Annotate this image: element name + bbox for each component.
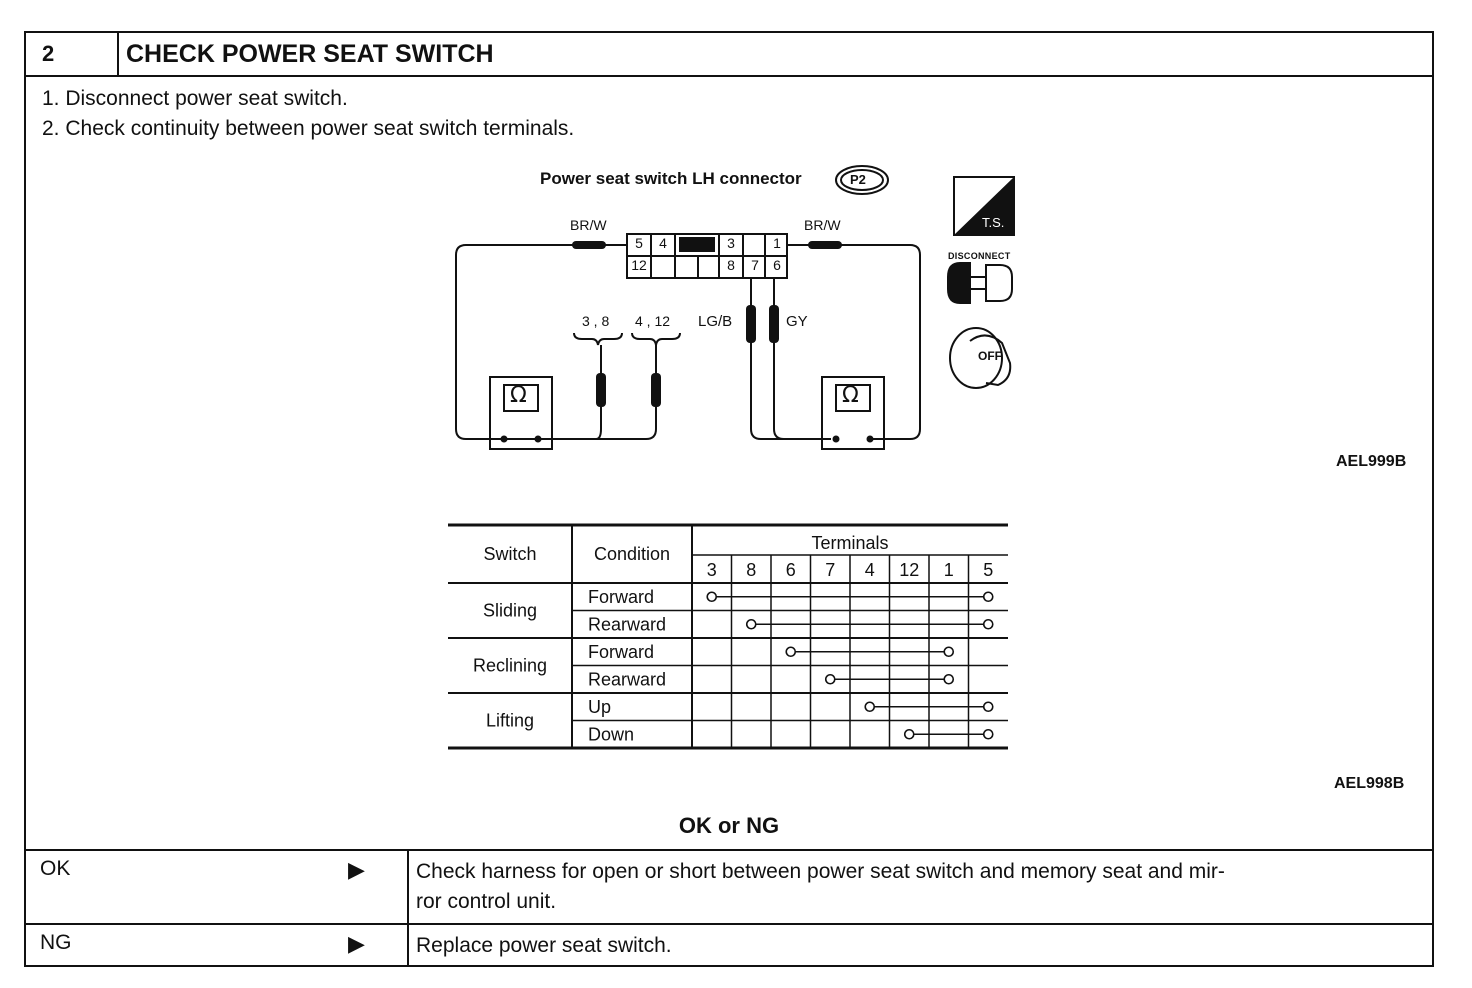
continuity-dot: [785, 646, 797, 658]
step-number: 2: [26, 33, 119, 75]
ohmmeter-left-symbol: Ω: [510, 383, 527, 408]
continuity-dot: [982, 728, 994, 740]
continuity-dot: [982, 618, 994, 630]
connector-terminal-5: 5: [635, 235, 643, 251]
connector-terminal-8: 8: [727, 257, 735, 273]
connector-terminal-3: 3: [727, 235, 735, 251]
step-instruction-2: 2. Check continuity between power seat s…: [42, 117, 575, 140]
off-label: OFF: [978, 349, 1002, 363]
disconnect-label: DISCONNECT: [948, 251, 1011, 261]
condition-label: Rearward: [588, 614, 666, 634]
result-ok-row: OK ▶ Check harness for open or short bet…: [26, 849, 1432, 923]
disconnect-icon: [947, 262, 1013, 304]
ts-label: T.S.: [982, 215, 1005, 230]
continuity-dot: [982, 591, 994, 603]
result-ok-action-line2: ror control unit.: [416, 890, 557, 913]
connector-terminal-7: 7: [751, 257, 759, 273]
continuity-dot: [943, 673, 955, 685]
header-terminals: Terminals: [811, 533, 888, 553]
continuity-dot: [745, 618, 757, 630]
step-header: 2 CHECK POWER SEAT SWITCH: [26, 33, 1432, 77]
continuity-dot: [943, 646, 955, 658]
result-ng-action: Replace power seat switch.: [416, 934, 672, 957]
result-ng-key: NG: [40, 931, 72, 954]
terminal-header-12: 12: [899, 560, 919, 580]
terminal-header-7: 7: [825, 560, 835, 580]
ignition-off-icon: [949, 327, 1012, 389]
probe-label-4-12: 4 , 12: [635, 313, 671, 329]
condition-label: Forward: [588, 642, 654, 662]
terminal-header-4: 4: [865, 560, 875, 580]
condition-label: Up: [588, 697, 611, 717]
probe-label-3-8: 3 , 8: [582, 313, 610, 329]
terminal-header-8: 8: [746, 560, 756, 580]
figure-code-diagram: AEL999B: [1336, 453, 1407, 470]
continuity-diagram: [455, 165, 1015, 450]
condition-label: Rearward: [588, 669, 666, 689]
header-switch: Switch: [483, 544, 536, 564]
continuity-dot: [982, 701, 994, 713]
result-divider: [407, 851, 409, 923]
switch-name: Sliding: [483, 601, 537, 621]
step-title: CHECK POWER SEAT SWITCH: [126, 40, 494, 68]
result-divider: [407, 925, 409, 967]
continuity-dot: [903, 728, 915, 740]
ok-ng-heading: OK or NG: [678, 813, 780, 838]
wire-color-left: BR/W: [570, 217, 607, 233]
probe-label-lg-b: LG/B: [698, 313, 733, 330]
terminal-header-5: 5: [983, 560, 993, 580]
result-ok-key: OK: [40, 857, 71, 880]
condition-label: Down: [588, 724, 634, 744]
arrow-right-icon: ▶: [348, 857, 365, 882]
ts-icon: [954, 177, 1014, 235]
header-condition: Condition: [594, 544, 670, 564]
ohmmeter-right-symbol: Ω: [842, 383, 859, 408]
connector-label: Power seat switch LH connector: [540, 169, 802, 188]
switch-name: Reclining: [473, 656, 547, 676]
terminal-header-6: 6: [786, 560, 796, 580]
terminal-header-1: 1: [944, 560, 954, 580]
result-ng-row: NG ▶ Replace power seat switch.: [26, 923, 1432, 967]
wire-color-right: BR/W: [804, 217, 841, 233]
connector-terminal-1: 1: [773, 235, 781, 251]
continuity-dot: [706, 591, 718, 603]
continuity-dot: [824, 673, 836, 685]
connector-id-badge: P2: [850, 172, 866, 187]
connector-terminal-12: 12: [631, 257, 647, 273]
procedure-frame: 2 CHECK POWER SEAT SWITCH 1. Disconnect …: [24, 31, 1434, 967]
figure-code-table: AEL998B: [1334, 775, 1405, 792]
result-ok-action-line1: Check harness for open or short between …: [416, 860, 1225, 883]
condition-label: Forward: [588, 587, 654, 607]
result-ok-action: Check harness for open or short between …: [416, 857, 1402, 917]
continuity-table: Switch Condition Terminals 3 8 6 7 4 12 1 5Sliding…: [448, 523, 1008, 750]
connector-terminal-4: 4: [659, 235, 667, 251]
connector-terminal-6: 6: [773, 257, 781, 273]
step-instruction-1: 1. Disconnect power seat switch.: [42, 87, 348, 110]
terminal-header-3: 3: [707, 560, 717, 580]
probe-label-gy: GY: [786, 313, 808, 330]
continuity-dot: [864, 701, 876, 713]
switch-name: Lifting: [486, 711, 534, 731]
arrow-right-icon: ▶: [348, 931, 365, 956]
